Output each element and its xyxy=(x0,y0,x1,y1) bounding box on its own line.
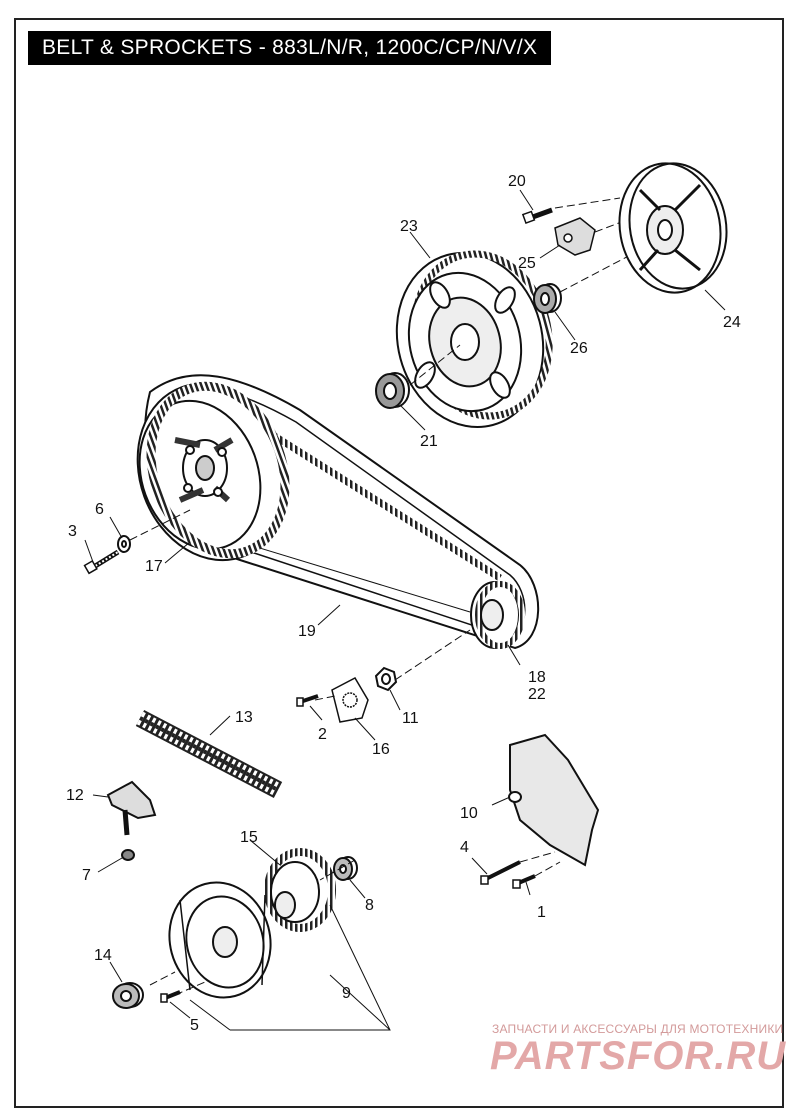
callout-16: 16 xyxy=(372,741,390,758)
spacer-bearing xyxy=(533,283,562,314)
sprocket-spacer xyxy=(333,856,358,881)
callout-3: 3 xyxy=(68,523,77,540)
callout-4: 4 xyxy=(460,839,469,856)
callout-20: 20 xyxy=(508,173,526,190)
callout-25: 25 xyxy=(518,255,536,272)
callout-22: 22 xyxy=(528,686,546,703)
clutch-shell xyxy=(168,881,272,999)
callout-9: 9 xyxy=(342,985,351,1002)
sprocket-bolt xyxy=(83,549,120,575)
diagram-frame xyxy=(14,18,784,1108)
leader-lines xyxy=(84,189,726,1031)
callout-2: 2 xyxy=(318,726,327,743)
engine-sprocket xyxy=(264,848,336,932)
chain-adjuster xyxy=(106,780,157,861)
callout-11: 11 xyxy=(402,710,419,727)
watermark-logo: PARTSFOR.RU xyxy=(490,1034,787,1078)
alignment-lines xyxy=(149,629,561,996)
callout-10: 10 xyxy=(460,805,478,822)
callout-23: 23 xyxy=(400,218,418,235)
callout-24: 24 xyxy=(723,314,741,331)
cover-screw-short xyxy=(512,874,536,889)
callout-17: 17 xyxy=(145,558,163,575)
callout-1: 1 xyxy=(537,904,546,921)
callout-14: 14 xyxy=(94,947,112,964)
callout-13: 13 xyxy=(235,709,253,726)
sprocket-washer xyxy=(117,535,131,553)
callout-7: 7 xyxy=(82,867,91,884)
lock-plate-screw xyxy=(296,694,319,707)
transmission-sprocket xyxy=(470,581,525,649)
callout-15: 15 xyxy=(240,829,258,846)
clutch-bearing xyxy=(112,982,144,1009)
pulley-bearing xyxy=(375,372,410,409)
callout-5: 5 xyxy=(190,1017,199,1034)
sprocket-cover xyxy=(508,733,600,867)
clutch-screw xyxy=(160,990,181,1003)
watermark-tagline: ЗАПЧАСТИ И АКСЕССУАРЫ ДЛЯ МОТОТЕХНИКИ xyxy=(492,1022,784,1036)
primary-chain xyxy=(135,710,283,798)
bracket-bolt xyxy=(521,207,553,225)
callout-8: 8 xyxy=(365,897,374,914)
lock-plate xyxy=(331,677,369,723)
callout-18: 18 xyxy=(528,669,546,686)
cover-screw-long xyxy=(480,860,521,885)
page-title: BELT & SPROCKETS - 883L/N/R, 1200C/CP/N/… xyxy=(28,31,552,65)
callout-19: 19 xyxy=(298,623,316,640)
caliper-bracket xyxy=(554,217,596,256)
callout-21: 21 xyxy=(420,433,438,450)
callout-26: 26 xyxy=(570,340,588,357)
rear-belt-sprocket xyxy=(136,381,290,562)
sprocket-nut xyxy=(374,666,398,692)
pulley-cover xyxy=(618,162,728,294)
callout-6: 6 xyxy=(95,501,104,518)
belt-pulley xyxy=(395,250,553,429)
callout-12: 12 xyxy=(66,787,84,804)
